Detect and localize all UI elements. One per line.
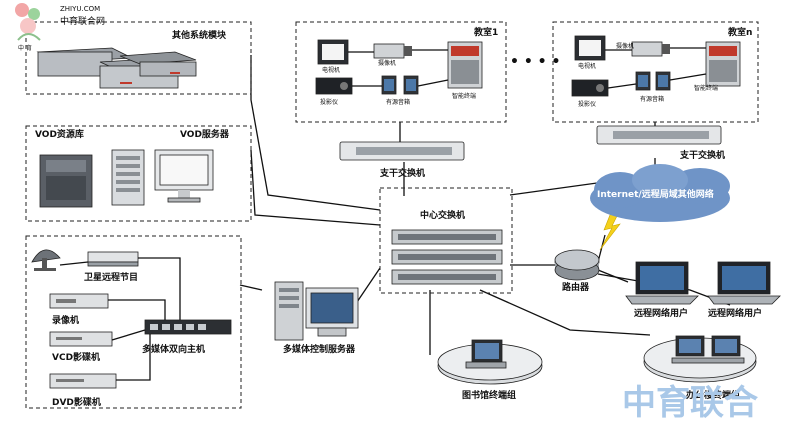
classroomN-audio-label: 有源音箱 (640, 95, 664, 103)
vod-monitor-icon (154, 149, 214, 203)
office-group-label: 办公楼终端组 (686, 389, 740, 401)
classroom1-tv-label: 电视机 (322, 66, 340, 74)
classroomN-camera-icon (631, 41, 670, 57)
branch-switch-1-icon (339, 141, 465, 161)
satellite-dish-icon (31, 249, 61, 271)
other-systems-box (25, 21, 252, 95)
remote-user-1-label: 远程网络用户 (634, 307, 688, 319)
branch-switch-1-label: 支干交换机 (379, 167, 425, 179)
classroomN-terminal-label: 智能终端 (694, 84, 718, 92)
vod-library-label: VOD资源库 (35, 128, 84, 140)
mm-server-label: 多媒体控制服务器 (283, 343, 356, 355)
vod-box (25, 125, 252, 222)
vcr-icon (49, 293, 109, 309)
mm-server-tower-icon (274, 281, 304, 341)
classroomN-speakers-icon (635, 71, 671, 91)
remote-user-2-laptop-icon (707, 261, 781, 305)
watermark-logo-sub: 中 育 (18, 44, 32, 52)
vcd-label: VCD影碟机 (52, 351, 100, 363)
watermark-brand-small: 中育联合网 (60, 15, 105, 27)
classroom1-projector-label: 投影仪 (320, 98, 338, 106)
classroomN-camera-label: 摄像机 (616, 42, 634, 50)
server-rack-icon (36, 47, 197, 89)
watermark-logo: ZHIYU.COM 中育联合网 中 育 (15, 3, 105, 52)
av-connectors (59, 257, 181, 381)
library-group-label: 图书馆终端组 (462, 389, 516, 401)
vcd-player-icon (49, 331, 113, 347)
classroomN-projector-icon (571, 79, 609, 97)
internet-cloud-icon (590, 164, 730, 222)
vod-tower-icon (111, 149, 145, 206)
classroom1-title: 教室1 (473, 26, 498, 38)
classroomN-links (605, 47, 707, 89)
classroom-ellipsis: • • • • (510, 54, 560, 70)
mm-server-monitor-icon (305, 287, 359, 337)
core-switch-box (379, 187, 513, 294)
vod-storage-icon (39, 154, 93, 208)
classroom1-box (295, 21, 507, 123)
dvd-label: DVD影碟机 (52, 396, 101, 408)
classroom1-terminal-icon (447, 41, 483, 89)
watermark-brand: 中育联合 (622, 383, 758, 423)
classroomN-tv-icon (574, 35, 606, 61)
classroomN-box (552, 21, 759, 123)
core-switch-stack-icon (391, 229, 503, 285)
dvd-player-icon (49, 373, 117, 389)
classroomN-projector-label: 投影仪 (578, 100, 596, 108)
remote-user-1-laptop-icon (625, 261, 699, 305)
branch-switch-n-icon (596, 125, 722, 145)
classroomN-title: 教室n (727, 26, 752, 38)
vod-server-label: VOD服务器 (180, 128, 230, 140)
classroom1-camera-label: 摄像机 (378, 59, 396, 67)
core-switch-label: 中心交换机 (420, 209, 465, 221)
remote-user-2-label: 远程网络用户 (708, 307, 762, 319)
office-terminal-group-icon (643, 335, 757, 383)
av-sources-box (25, 235, 242, 409)
classroom1-links (348, 49, 449, 87)
vcr-label: 录像机 (52, 314, 79, 326)
router-icon (554, 249, 600, 281)
classroomN-tv-label: 电视机 (578, 62, 596, 70)
classroom1-camera-icon (373, 43, 412, 59)
classroom1-audio-label: 有源音箱 (386, 98, 410, 106)
mm-host-icon (144, 319, 232, 335)
connection-lines (239, 55, 731, 355)
satellite-label: 卫星远程节目 (84, 271, 138, 283)
classroom1-speakers-icon (381, 75, 419, 95)
branch-switch-n-label: 支干交换机 (679, 149, 725, 161)
router-label: 路由器 (562, 281, 590, 293)
internet-label: Internet/远程局域其他网络 (597, 188, 714, 200)
classroom1-tv-icon (317, 39, 349, 65)
classroom1-projector-icon (315, 77, 353, 95)
watermark-site: ZHIYU.COM (60, 5, 100, 13)
mm-host-label: 多媒体双向主机 (142, 343, 205, 355)
satellite-receiver-icon (87, 251, 139, 267)
other-systems-label: 其他系统模块 (172, 29, 227, 41)
classroom1-terminal-label: 智能终端 (452, 92, 476, 100)
classroomN-terminal-icon (705, 41, 741, 87)
library-terminal-group-icon (437, 339, 543, 385)
